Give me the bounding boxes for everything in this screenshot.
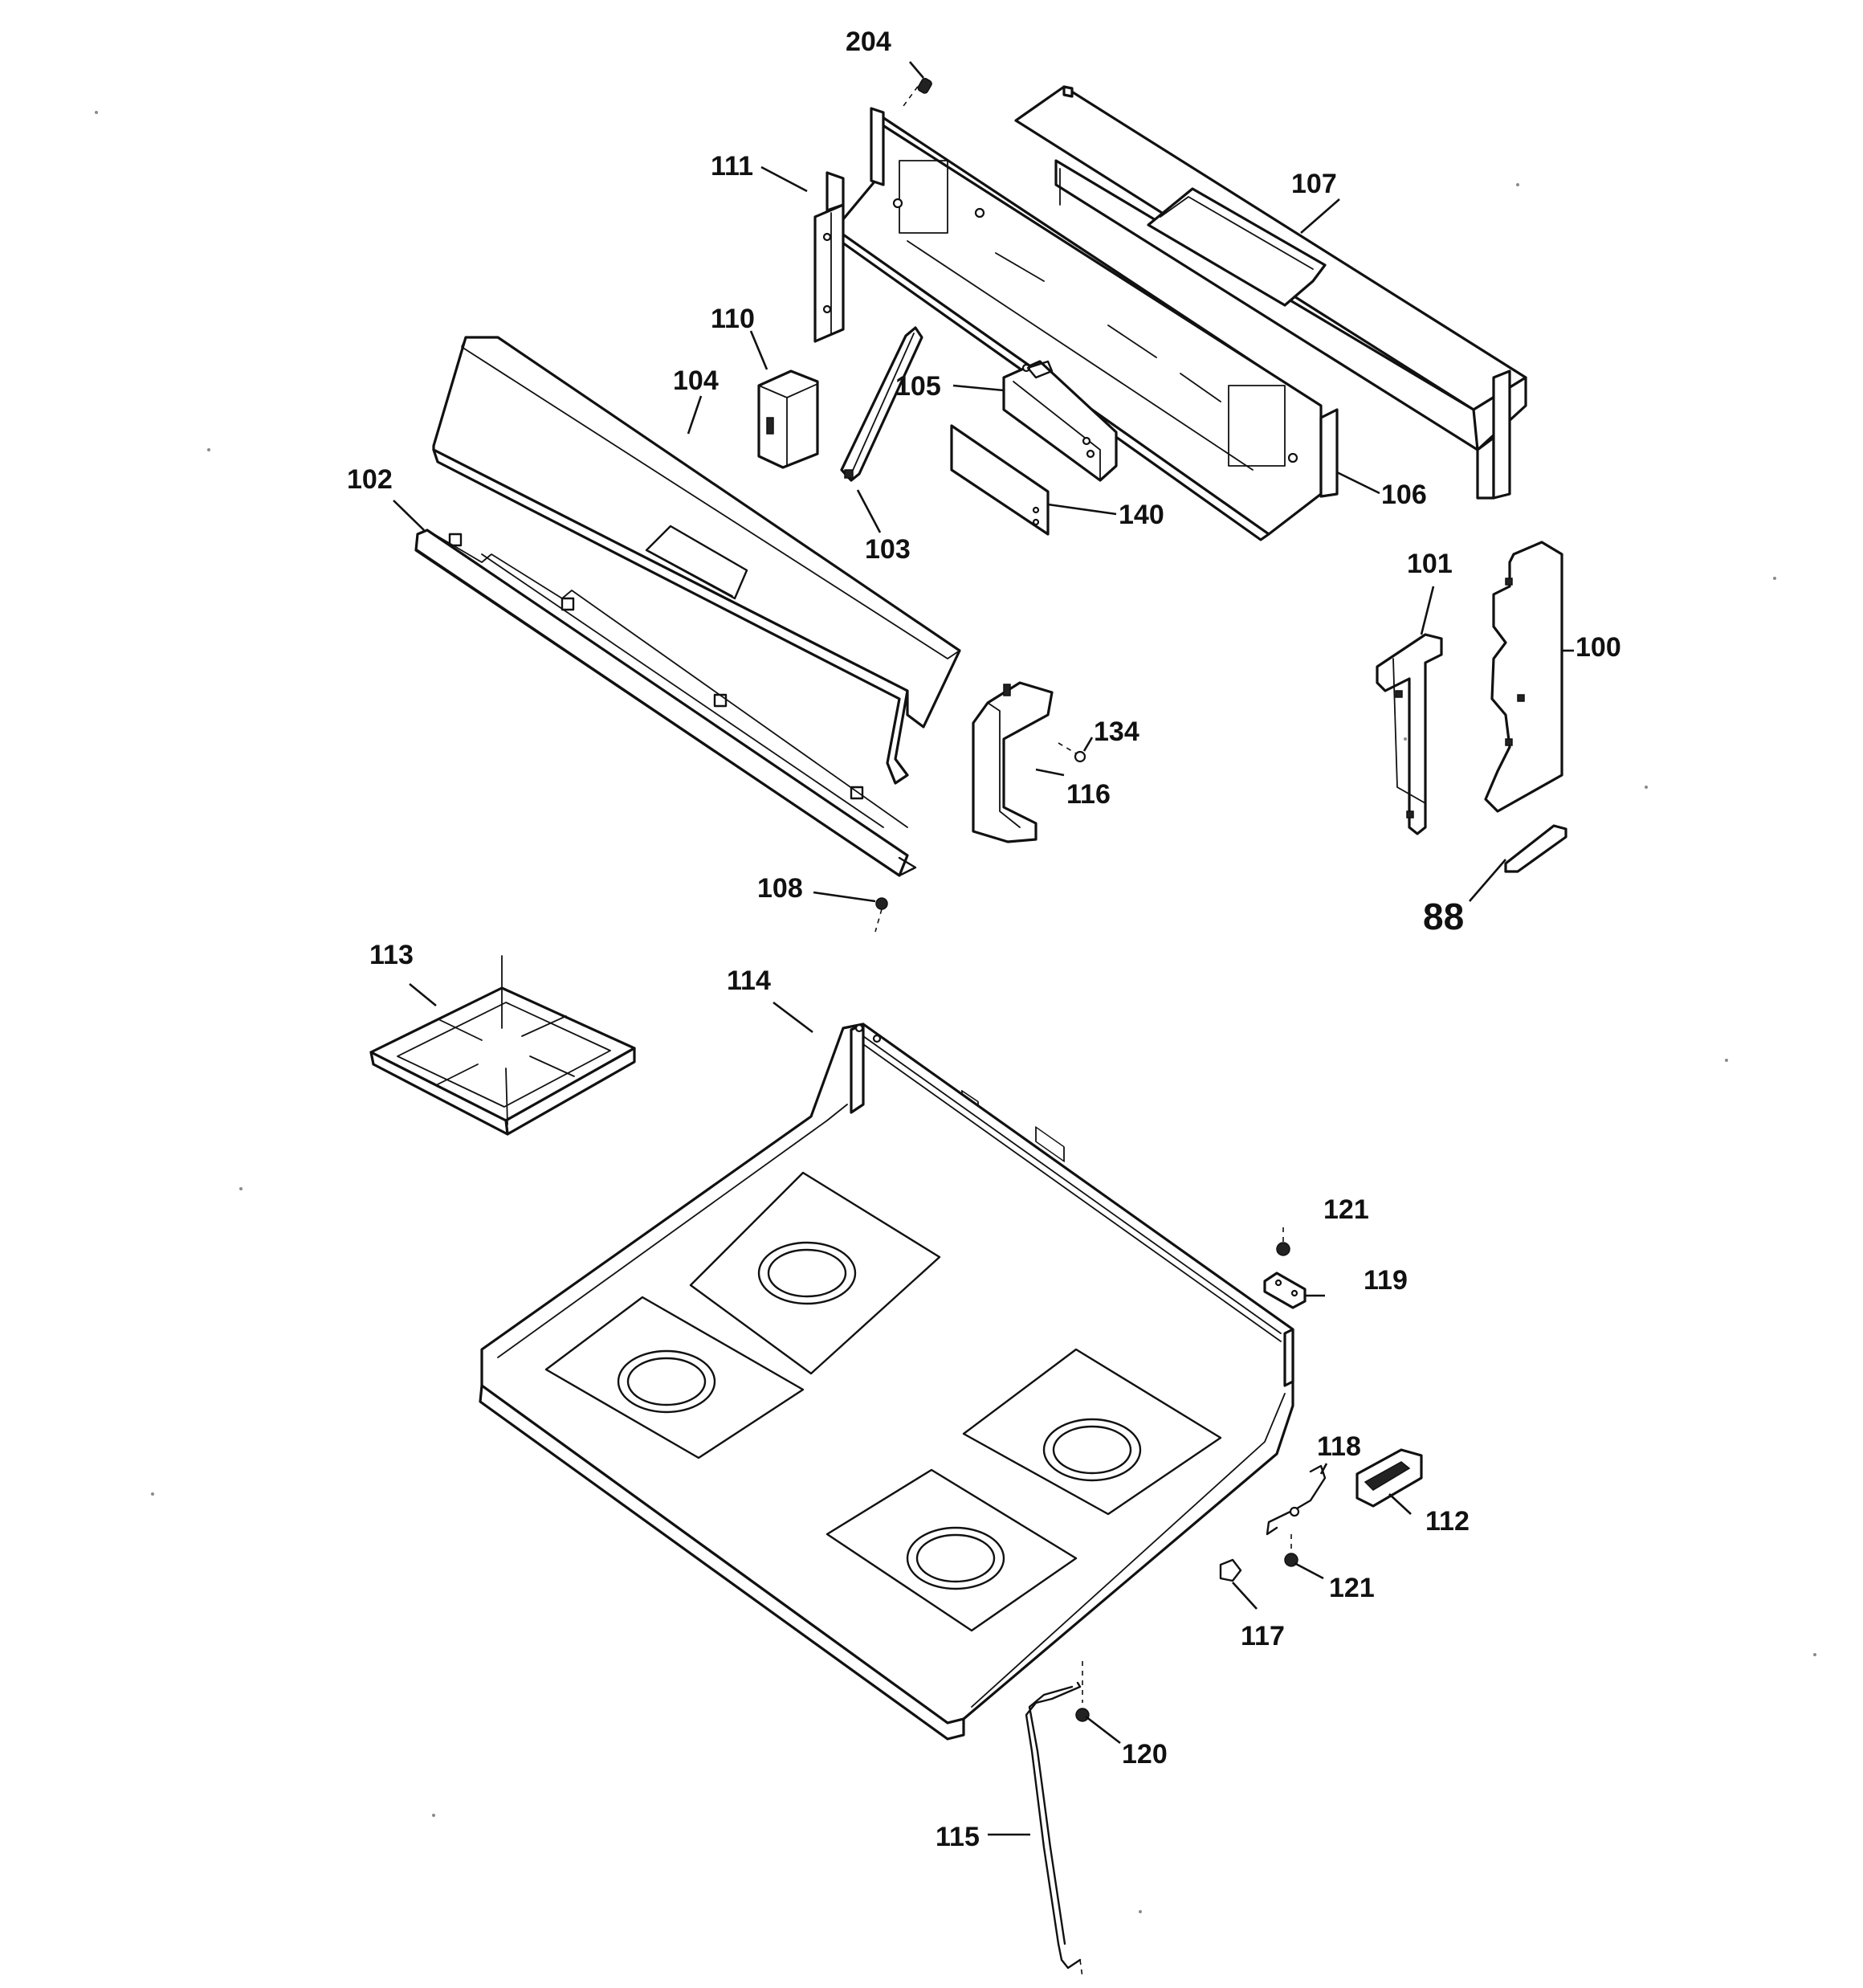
callout-105: 105 [895, 371, 941, 402]
part-103-bracket [840, 326, 923, 482]
callout-121-upper: 121 [1323, 1194, 1369, 1225]
part-88-spacer [1504, 824, 1567, 873]
leader-lines [393, 61, 1574, 1836]
part-111-bracket [813, 171, 845, 343]
callout-labels: 204 111 107 110 104 105 106 102 103 140 … [347, 27, 1621, 1852]
callout-115: 115 [936, 1822, 980, 1852]
callout-104: 104 [673, 365, 719, 396]
part-121-screw-lower [1284, 1534, 1298, 1567]
scan-specks [95, 111, 1816, 1913]
callout-107: 107 [1291, 169, 1337, 199]
part-112-latch [1355, 1448, 1423, 1508]
callout-112: 112 [1425, 1506, 1470, 1537]
callout-108: 108 [757, 873, 803, 904]
part-105-control [1002, 360, 1118, 1162]
part-110-switch [757, 369, 819, 469]
part-114-cooktop [479, 1023, 1294, 1741]
callout-113: 113 [369, 940, 414, 970]
callout-120: 120 [1122, 1739, 1168, 1770]
part-119-bracket [1263, 1272, 1307, 1309]
part-113-grate [369, 955, 636, 1136]
callout-204: 204 [846, 27, 891, 57]
part-204-screw [903, 77, 932, 107]
part-102-trim [414, 529, 917, 877]
part-101-bracket [1376, 633, 1443, 835]
part-104-control-panel [432, 336, 961, 785]
callout-117: 117 [1241, 1621, 1285, 1651]
callout-88: 88 [1423, 896, 1464, 937]
part-107-backguard-top [1014, 85, 1527, 500]
part-116-end-cap [972, 681, 1054, 843]
callout-118: 118 [1317, 1431, 1361, 1462]
part-106-backguard-rear [830, 107, 1339, 541]
callout-103: 103 [865, 534, 911, 565]
part-100-side-trim [1484, 541, 1563, 813]
callout-101: 101 [1407, 549, 1453, 579]
part-117-nut [1219, 1558, 1242, 1582]
callout-121-lower: 121 [1329, 1573, 1375, 1603]
callout-106: 106 [1381, 480, 1427, 510]
callout-102: 102 [347, 464, 393, 495]
part-134-screw [1058, 742, 1086, 763]
callout-134: 134 [1094, 716, 1139, 747]
callout-116: 116 [1066, 779, 1111, 810]
part-115-rod [1025, 1681, 1083, 1978]
part-121-screw-upper [1276, 1227, 1290, 1256]
callout-100: 100 [1576, 632, 1621, 663]
callout-111: 111 [711, 151, 753, 182]
part-118-bracket [1266, 1464, 1327, 1536]
part-120-screw [1075, 1661, 1090, 1722]
callout-140: 140 [1119, 500, 1164, 530]
callout-114: 114 [727, 965, 771, 996]
part-108-screw [874, 897, 888, 933]
callout-110: 110 [711, 304, 755, 334]
callout-119: 119 [1364, 1265, 1408, 1296]
